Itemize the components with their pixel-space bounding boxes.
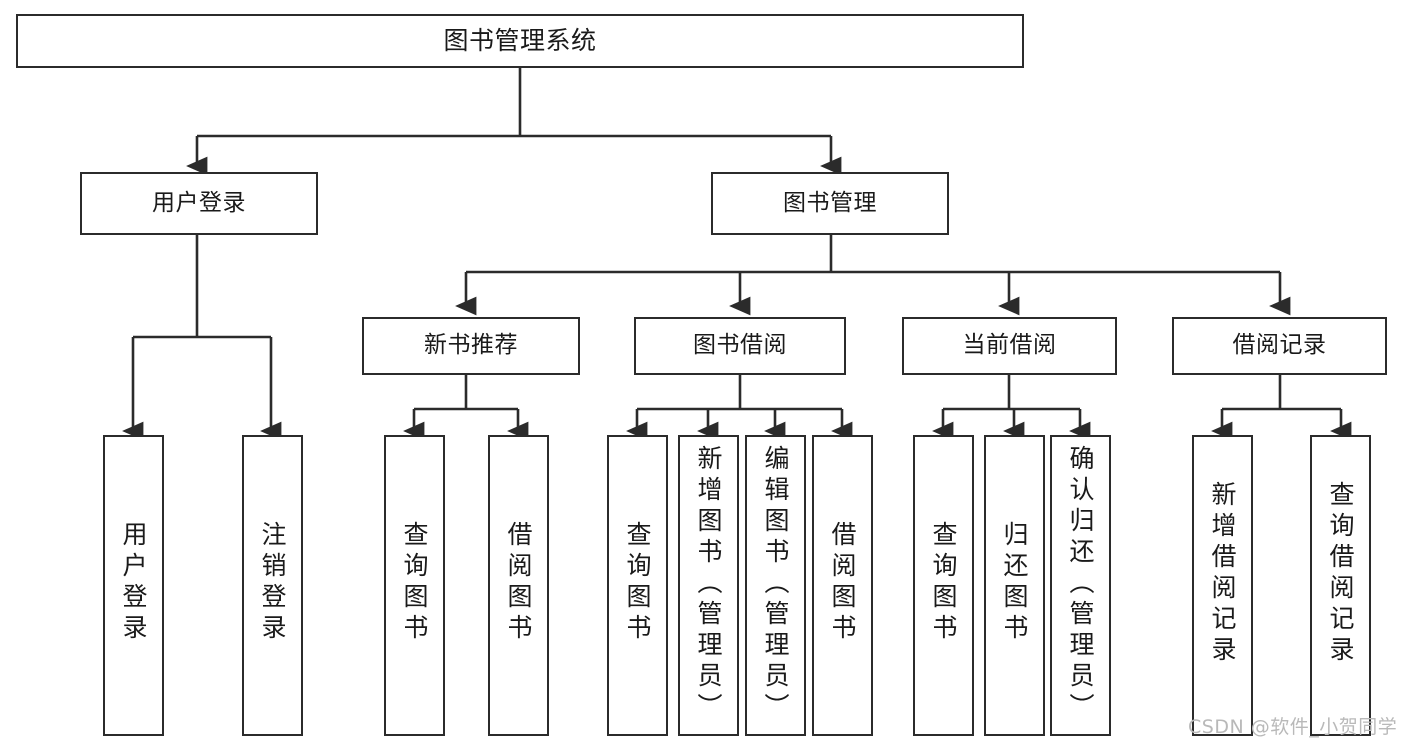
leaf-query-book-1[interactable]: 查询图书 [384, 435, 445, 736]
leaf-user-login[interactable]: 用户登录 [103, 435, 164, 736]
leaf-query-record-label: 查询借阅记录 [1326, 481, 1355, 667]
node-borrow-record[interactable]: 借阅记录 [1172, 317, 1387, 375]
leaf-user-login-label: 用户登录 [119, 521, 148, 645]
leaf-borrow-book-1[interactable]: 借阅图书 [488, 435, 549, 736]
leaf-logout-login[interactable]: 注销登录 [242, 435, 303, 736]
leaf-edit-book[interactable]: 编辑图书（管理员） [745, 435, 806, 736]
node-current-borrow-label: 当前借阅 [962, 332, 1057, 359]
leaf-add-book[interactable]: 新增图书（管理员） [678, 435, 739, 736]
node-book-borrow-label: 图书借阅 [693, 332, 787, 359]
leaf-borrow-book-2[interactable]: 借阅图书 [812, 435, 873, 736]
node-root-label: 图书管理系统 [443, 26, 597, 56]
leaf-query-book-1-label: 查询图书 [400, 521, 429, 645]
leaf-return-book[interactable]: 归还图书 [984, 435, 1045, 736]
leaf-query-book-2-label: 查询图书 [623, 521, 652, 645]
node-new-book-recommend[interactable]: 新书推荐 [362, 317, 580, 375]
node-user-login[interactable]: 用户登录 [80, 172, 318, 235]
node-book-management[interactable]: 图书管理 [711, 172, 949, 235]
leaf-edit-book-label: 编辑图书（管理员） [761, 445, 790, 724]
leaf-query-book-2[interactable]: 查询图书 [607, 435, 668, 736]
leaf-logout-login-label: 注销登录 [258, 521, 287, 645]
leaf-query-book-3-label: 查询图书 [929, 521, 958, 645]
node-root-book-management-system[interactable]: 图书管理系统 [16, 14, 1024, 68]
leaf-add-record[interactable]: 新增借阅记录 [1192, 435, 1253, 736]
node-book-management-label: 图书管理 [783, 189, 877, 216]
node-borrow-record-label: 借阅记录 [1232, 332, 1327, 359]
leaf-confirm-return[interactable]: 确认归还（管理员） [1050, 435, 1111, 736]
leaf-return-book-label: 归还图书 [1000, 521, 1029, 645]
leaf-add-record-label: 新增借阅记录 [1208, 481, 1237, 667]
leaf-confirm-return-label: 确认归还（管理员） [1066, 445, 1095, 724]
node-current-borrow[interactable]: 当前借阅 [902, 317, 1117, 375]
leaf-borrow-book-1-label: 借阅图书 [504, 521, 533, 645]
leaf-add-book-label: 新增图书（管理员） [694, 445, 723, 724]
node-user-login-label: 用户登录 [152, 189, 246, 216]
leaf-borrow-book-2-label: 借阅图书 [828, 521, 857, 645]
node-book-borrow[interactable]: 图书借阅 [634, 317, 846, 375]
leaf-query-record[interactable]: 查询借阅记录 [1310, 435, 1371, 736]
csdn-watermark: CSDN @软件_小贺同学 [1188, 716, 1398, 738]
node-new-book-recommend-label: 新书推荐 [424, 332, 518, 359]
leaf-query-book-3[interactable]: 查询图书 [913, 435, 974, 736]
